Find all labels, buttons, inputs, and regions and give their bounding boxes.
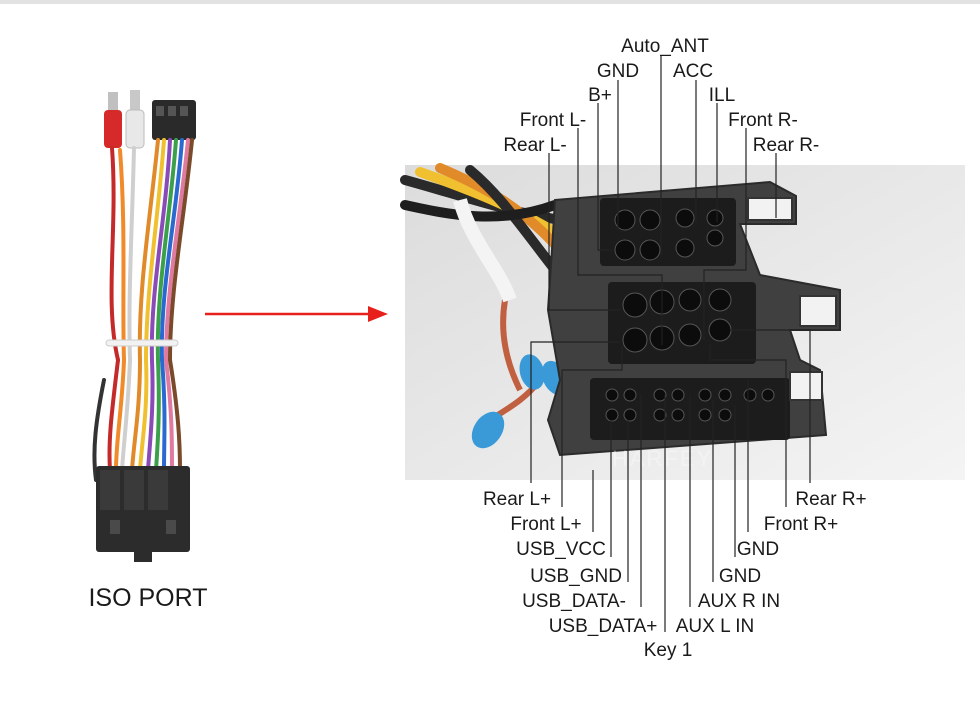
- label-rear-r-plus: Rear R+: [795, 489, 866, 510]
- label-gnd-2: GND: [719, 566, 761, 587]
- iso-port-caption: ISO PORT: [88, 584, 207, 612]
- label-rear-l-minus: Rear L-: [503, 135, 566, 156]
- label-b-plus: B+: [588, 85, 612, 106]
- label-usb-vcc: USB_VCC: [516, 539, 606, 560]
- label-gnd-top: GND: [597, 61, 639, 82]
- connector-closeup: HARFEY: [400, 163, 965, 480]
- label-aux-r-in: AUX R IN: [698, 591, 780, 612]
- label-auto-ant: Auto_ANT: [621, 36, 709, 57]
- label-rear-r-minus: Rear R-: [753, 135, 820, 156]
- label-gnd-1: GND: [737, 539, 779, 560]
- label-front-r-plus: Front R+: [764, 514, 838, 535]
- label-usb-data-plus: USB_DATA+: [549, 616, 658, 637]
- watermark: HARFEY: [612, 446, 713, 471]
- label-key-1: Key 1: [644, 640, 693, 661]
- label-usb-data-minus: USB_DATA-: [522, 591, 626, 612]
- label-front-l-plus: Front L+: [510, 514, 581, 535]
- label-front-r-minus: Front R-: [728, 110, 798, 131]
- top-divider: [0, 0, 980, 4]
- top-leader-lines: [548, 55, 777, 345]
- label-rear-l-plus: Rear L+: [483, 489, 551, 510]
- iso-harness-illustration: [92, 90, 196, 562]
- bottom-leader-lines: [530, 329, 811, 632]
- label-aux-l-in: AUX L IN: [676, 616, 755, 637]
- top-labels: Auto_ANT GND ACC B+ ILL Front L- Front R…: [503, 36, 819, 156]
- bottom-labels: Rear L+ Rear R+ Front L+ Front R+ USB_VC…: [483, 489, 867, 661]
- label-ill: ILL: [709, 85, 735, 106]
- label-front-l-minus: Front L-: [520, 110, 587, 131]
- label-acc: ACC: [673, 61, 713, 82]
- pointer-arrow: [205, 306, 388, 322]
- label-usb-gnd: USB_GND: [530, 566, 622, 587]
